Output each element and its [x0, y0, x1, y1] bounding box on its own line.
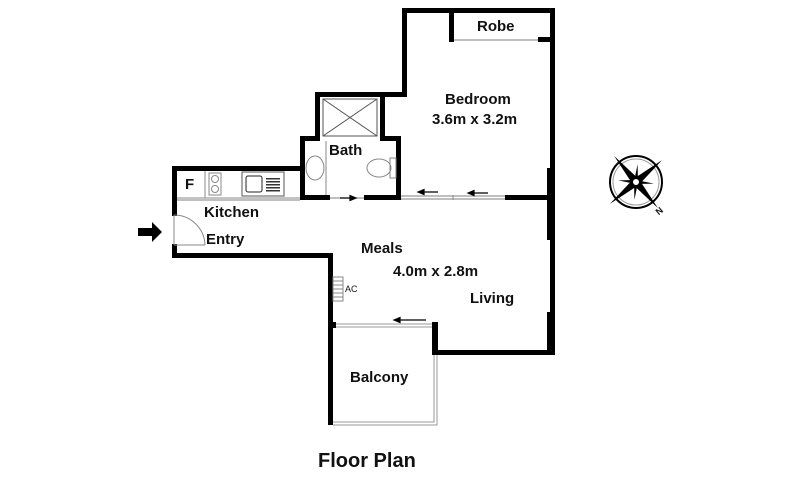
balcony-railing	[333, 323, 438, 426]
bedroom-label: Bedroom	[445, 91, 511, 108]
kitchen-label: Kitchen	[204, 204, 260, 221]
sink-drainer-icon	[266, 178, 280, 192]
sliding-doors	[177, 39, 538, 201]
living-label: Living	[470, 290, 515, 307]
balcony-label: Balcony	[350, 369, 409, 386]
bath-label: Bath	[329, 142, 363, 159]
shower-icon	[322, 98, 378, 137]
ac-unit-icon	[332, 276, 344, 302]
entry-arrow-icon	[138, 222, 162, 242]
bath-fixtures	[305, 141, 397, 195]
meals-label: Meals	[361, 240, 403, 257]
fridge-label: F	[185, 176, 195, 193]
bedroom-dims: 3.6m x 3.2m	[432, 111, 518, 128]
door-arrows	[340, 188, 488, 324]
walls	[172, 8, 555, 425]
entry-label: Entry	[206, 231, 245, 248]
page-title: Floor Plan	[318, 450, 416, 472]
compass-icon	[609, 155, 663, 209]
meals-living-dims: 4.0m x 2.8m	[393, 263, 479, 280]
ac-label: AC	[345, 284, 358, 294]
kitchen-bench	[177, 171, 300, 199]
robe-label: Robe	[477, 18, 515, 35]
entry-door[interactable]	[173, 214, 206, 246]
